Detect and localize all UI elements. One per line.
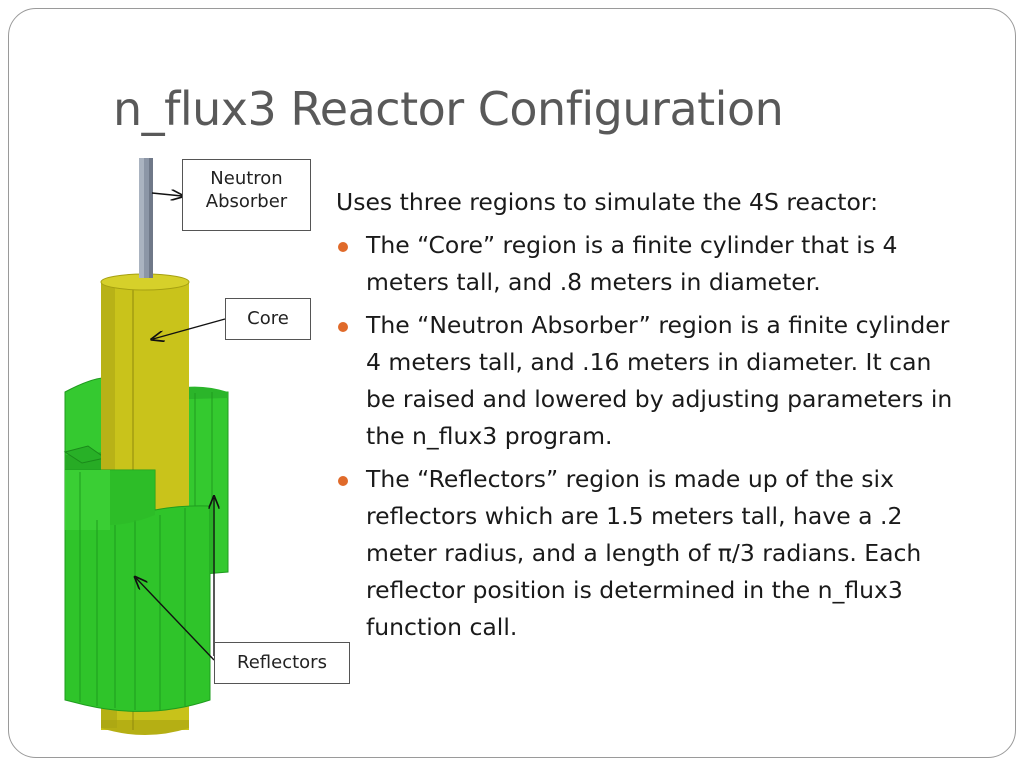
slide-frame bbox=[8, 8, 1016, 758]
bullet-item-core: The “Core” region is a finite cylinder t… bbox=[336, 227, 966, 301]
intro-text: Uses three regions to simulate the 4S re… bbox=[336, 188, 879, 216]
callout-reflectors: Reflectors bbox=[214, 642, 350, 684]
core-bottom bbox=[101, 720, 189, 735]
body-text: Uses three regions to simulate the 4S re… bbox=[336, 184, 976, 652]
callout-core: Core bbox=[225, 298, 311, 340]
slide-title: n_flux3 Reactor Configuration bbox=[113, 82, 784, 136]
arrow-core bbox=[153, 318, 226, 339]
callout-neutron-line2: Absorber bbox=[205, 190, 288, 212]
arrow-absorber bbox=[151, 193, 182, 196]
bullet-text: The “Neutron Absorber” region is a finit… bbox=[366, 311, 953, 450]
arrow-reflector-2 bbox=[136, 578, 215, 661]
callout-neutron-line1: Neutron bbox=[210, 168, 283, 189]
bullet-item-absorber: The “Neutron Absorber” region is a finit… bbox=[336, 307, 966, 455]
bullet-dot-icon bbox=[338, 476, 348, 486]
reflector-front bbox=[64, 469, 211, 712]
bullet-dot-icon bbox=[338, 322, 348, 332]
bullet-text: The “Reflectors” region is made up of th… bbox=[366, 465, 922, 641]
callout-neutron-absorber: Neutron Absorber bbox=[182, 159, 311, 231]
bullet-item-reflectors: The “Reflectors” region is made up of th… bbox=[336, 461, 966, 646]
bullet-text: The “Core” region is a finite cylinder t… bbox=[366, 231, 898, 296]
bullet-list: The “Core” region is a finite cylinder t… bbox=[336, 227, 976, 646]
bullet-dot-icon bbox=[338, 242, 348, 252]
